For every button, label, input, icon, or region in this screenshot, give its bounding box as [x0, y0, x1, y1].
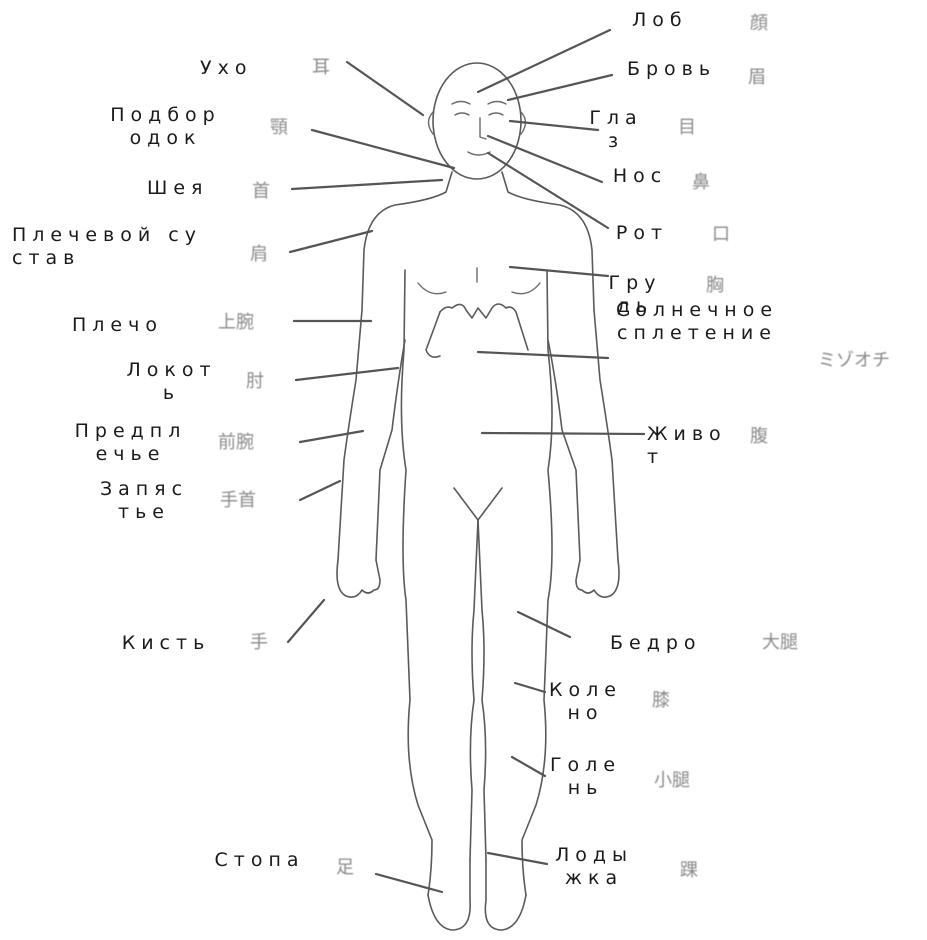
leader-ankle [488, 853, 547, 864]
label-foot-jp: 足 [336, 857, 354, 879]
leader-belly [482, 433, 644, 434]
label-chin-ru: Подбородок [103, 104, 228, 150]
arm-right-outer [594, 310, 618, 560]
label-thigh-jp: 大腿 [762, 632, 798, 654]
label-upper-arm-ru: Плечо [72, 314, 202, 337]
leader-thigh [518, 612, 570, 637]
label-ear-jp: 耳 [312, 57, 330, 79]
chest-line-right [512, 283, 540, 294]
label-neck-ru: Шея [147, 177, 237, 200]
label-forearm-ru: Предплечье [68, 420, 193, 466]
label-ear-ru: Ухо [200, 57, 280, 80]
leader-eye [510, 121, 598, 130]
eyebrow-right [488, 102, 506, 105]
leader-wrist [300, 481, 340, 500]
label-shin-ru: Голень [548, 754, 623, 800]
eye-right [489, 113, 503, 115]
label-hand-ru: Кисть [120, 632, 212, 655]
label-shoulder-joint-jp: 肩 [250, 244, 268, 266]
leader-ear [347, 62, 423, 115]
arm-right-inner [548, 340, 580, 560]
label-shoulder-joint-ru: Плечевой сустав [12, 224, 212, 270]
label-nose-jp: 鼻 [692, 172, 710, 194]
mouth-line [468, 152, 490, 155]
label-belly-ru: Живот [647, 423, 742, 469]
torso-left [401, 270, 432, 895]
label-forehead-ru: Лоб [632, 9, 732, 32]
leader-foot [376, 874, 442, 892]
foot-left [428, 860, 470, 930]
label-solar-plexus-jp: ミゾオチ [818, 350, 890, 372]
label-neck-jp: 首 [252, 181, 270, 203]
head-outline [433, 63, 521, 179]
label-solar-plexus-ru: Солнечное сплетение [612, 299, 782, 345]
torso-right [522, 270, 552, 895]
label-wrist-ru: Запястье [94, 478, 194, 524]
label-mouth-ru: Рот [612, 222, 672, 245]
label-eye-jp: 目 [678, 117, 696, 139]
foot-right [485, 860, 526, 930]
groin [454, 488, 502, 520]
label-mouth-jp: 口 [712, 224, 730, 246]
label-ankle-jp: 踝 [680, 860, 698, 882]
hand-left [337, 560, 380, 597]
leader-forearm [300, 431, 363, 442]
label-shin-jp: 小腿 [654, 770, 690, 792]
inner-leg-left [470, 520, 478, 860]
leader-eyebrow [508, 75, 612, 100]
eye-left [455, 113, 469, 115]
label-knee-jp: 膝 [652, 690, 670, 712]
arm-left-inner [376, 340, 405, 560]
label-knee-ru: Колено [548, 679, 623, 725]
label-forehead-jp: 顔 [750, 13, 768, 35]
label-wrist-jp: 手首 [220, 490, 256, 512]
neck-shoulder-left [362, 172, 452, 310]
leader-hand [288, 600, 324, 642]
leader-shin [512, 757, 545, 776]
label-nose-ru: Нос [610, 165, 670, 188]
label-eyebrow-jp: 眉 [748, 67, 766, 89]
leader-chin [312, 130, 454, 168]
leader-knee [515, 683, 545, 692]
ribcage [440, 304, 528, 350]
label-ankle-ru: Лодыжка [548, 844, 640, 890]
label-chin-jp: 顎 [270, 117, 288, 139]
label-thigh-ru: Бедро [610, 632, 740, 655]
label-elbow-ru: Локоть [124, 359, 219, 405]
label-hand-jp: 手 [250, 632, 268, 654]
label-elbow-jp: 肘 [246, 371, 264, 393]
leader-neck [292, 180, 442, 189]
ribcage-left-edge [426, 312, 440, 357]
label-upper-arm-jp: 上腕 [218, 312, 254, 334]
label-chest-jp: 胸 [706, 275, 724, 297]
hand-right [576, 560, 619, 597]
nose-line [480, 118, 486, 139]
label-eyebrow-ru: Бровь [624, 58, 719, 81]
inner-leg-right [478, 520, 486, 860]
leader-elbow [296, 368, 398, 380]
label-eye-ru: Глаз [586, 107, 646, 153]
leader-forehead [478, 30, 610, 92]
leader-mouth [488, 153, 608, 228]
label-foot-ru: Стопа [212, 849, 307, 872]
label-belly-jp: 腹 [750, 426, 768, 448]
label-forearm-jp: 前腕 [218, 432, 254, 454]
chest-line-left [418, 283, 446, 294]
leader-nose [488, 136, 602, 182]
leader-solar-plexus [478, 352, 608, 358]
eyebrow-left [452, 102, 470, 105]
leader-shoulder-joint [290, 231, 372, 252]
